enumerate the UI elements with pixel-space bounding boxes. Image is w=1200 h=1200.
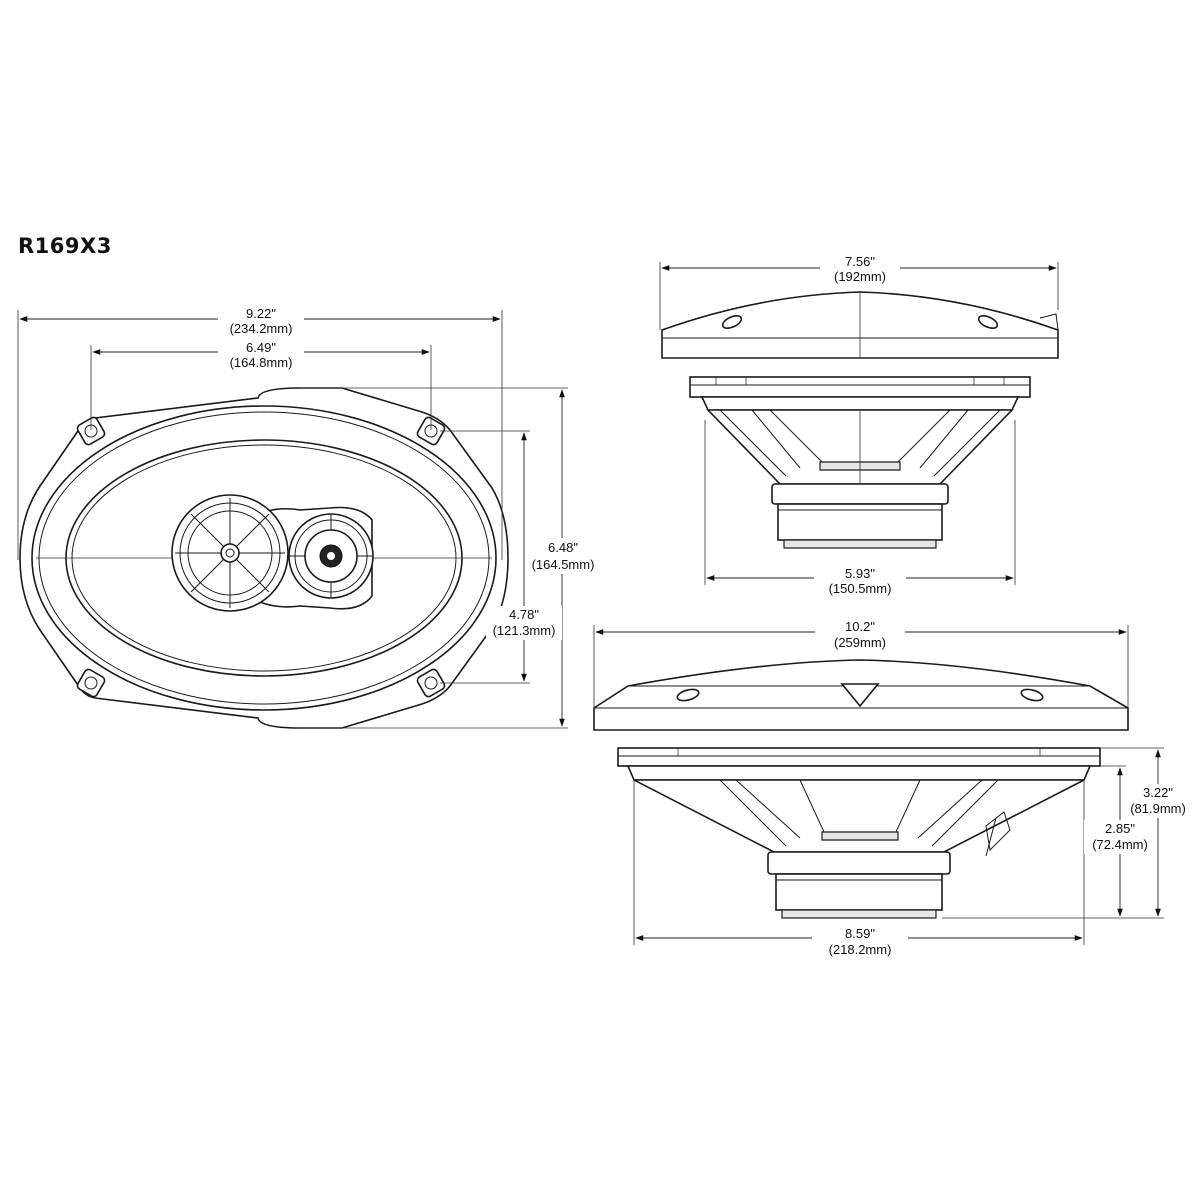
dim-front-mount-height-mm: (121.3mm) <box>493 623 556 638</box>
short-side-view: 7.56" (192mm) 5.93" (150.5mm) <box>659 254 1059 596</box>
dim-short-cutout-mm: (150.5mm) <box>829 581 892 596</box>
dim-long-cutout-mm: (218.2mm) <box>829 942 892 957</box>
mount-hole-top-right <box>416 416 446 446</box>
dim-total-depth-inches: 3.22" <box>1143 785 1173 800</box>
long-side-view: 10.2" (259mm) 8.59" (218.2mm) 3.22" (81.… <box>593 618 1197 958</box>
long-magnet-top <box>767 851 951 875</box>
tweeter-driver <box>288 513 374 599</box>
mount-hole-bottom-left <box>76 668 106 698</box>
dim-long-cutout-inches: 8.59" <box>845 926 875 941</box>
dim-mount-depth-inches: 2.85" <box>1105 821 1135 836</box>
midrange-driver <box>171 494 289 612</box>
front-outer-frame <box>19 387 509 729</box>
short-magnet-top <box>771 483 949 505</box>
dim-front-mount-width-mm: (164.8mm) <box>230 355 293 370</box>
long-basket <box>633 779 1085 853</box>
dim-long-width-mm: (259mm) <box>834 635 886 650</box>
dim-front-mount-height-inches: 4.78" <box>509 607 539 622</box>
dim-long-width-inches: 10.2" <box>845 619 875 634</box>
dim-front-width-mm: (234.2mm) <box>230 321 293 336</box>
model-title: R169X3 <box>18 234 112 258</box>
long-flange <box>617 747 1101 767</box>
long-magnet <box>775 873 943 911</box>
short-flange <box>689 376 1031 398</box>
short-magnet <box>777 503 943 541</box>
dim-total-depth-mm: (81.9mm) <box>1130 801 1186 816</box>
front-rim-outer <box>31 405 497 711</box>
dim-front-mount-width-inches: 6.49" <box>246 340 276 355</box>
dim-front-height-inches: 6.48" <box>548 540 578 555</box>
dim-front-height-mm: (164.5mm) <box>532 557 595 572</box>
front-view: 9.22" (234.2mm) 6.49" (164.8mm) 6.48" (1… <box>17 305 601 729</box>
dim-short-width-mm: (192mm) <box>834 269 886 284</box>
dim-short-cutout-inches: 5.93" <box>845 566 875 581</box>
mount-hole-bottom-right <box>416 668 446 698</box>
dim-short-width-inches: 7.56" <box>845 254 875 269</box>
dim-mount-depth-mm: (72.4mm) <box>1092 837 1148 852</box>
dim-front-width-inches: 9.22" <box>246 306 276 321</box>
mount-hole-top-left <box>76 416 106 446</box>
